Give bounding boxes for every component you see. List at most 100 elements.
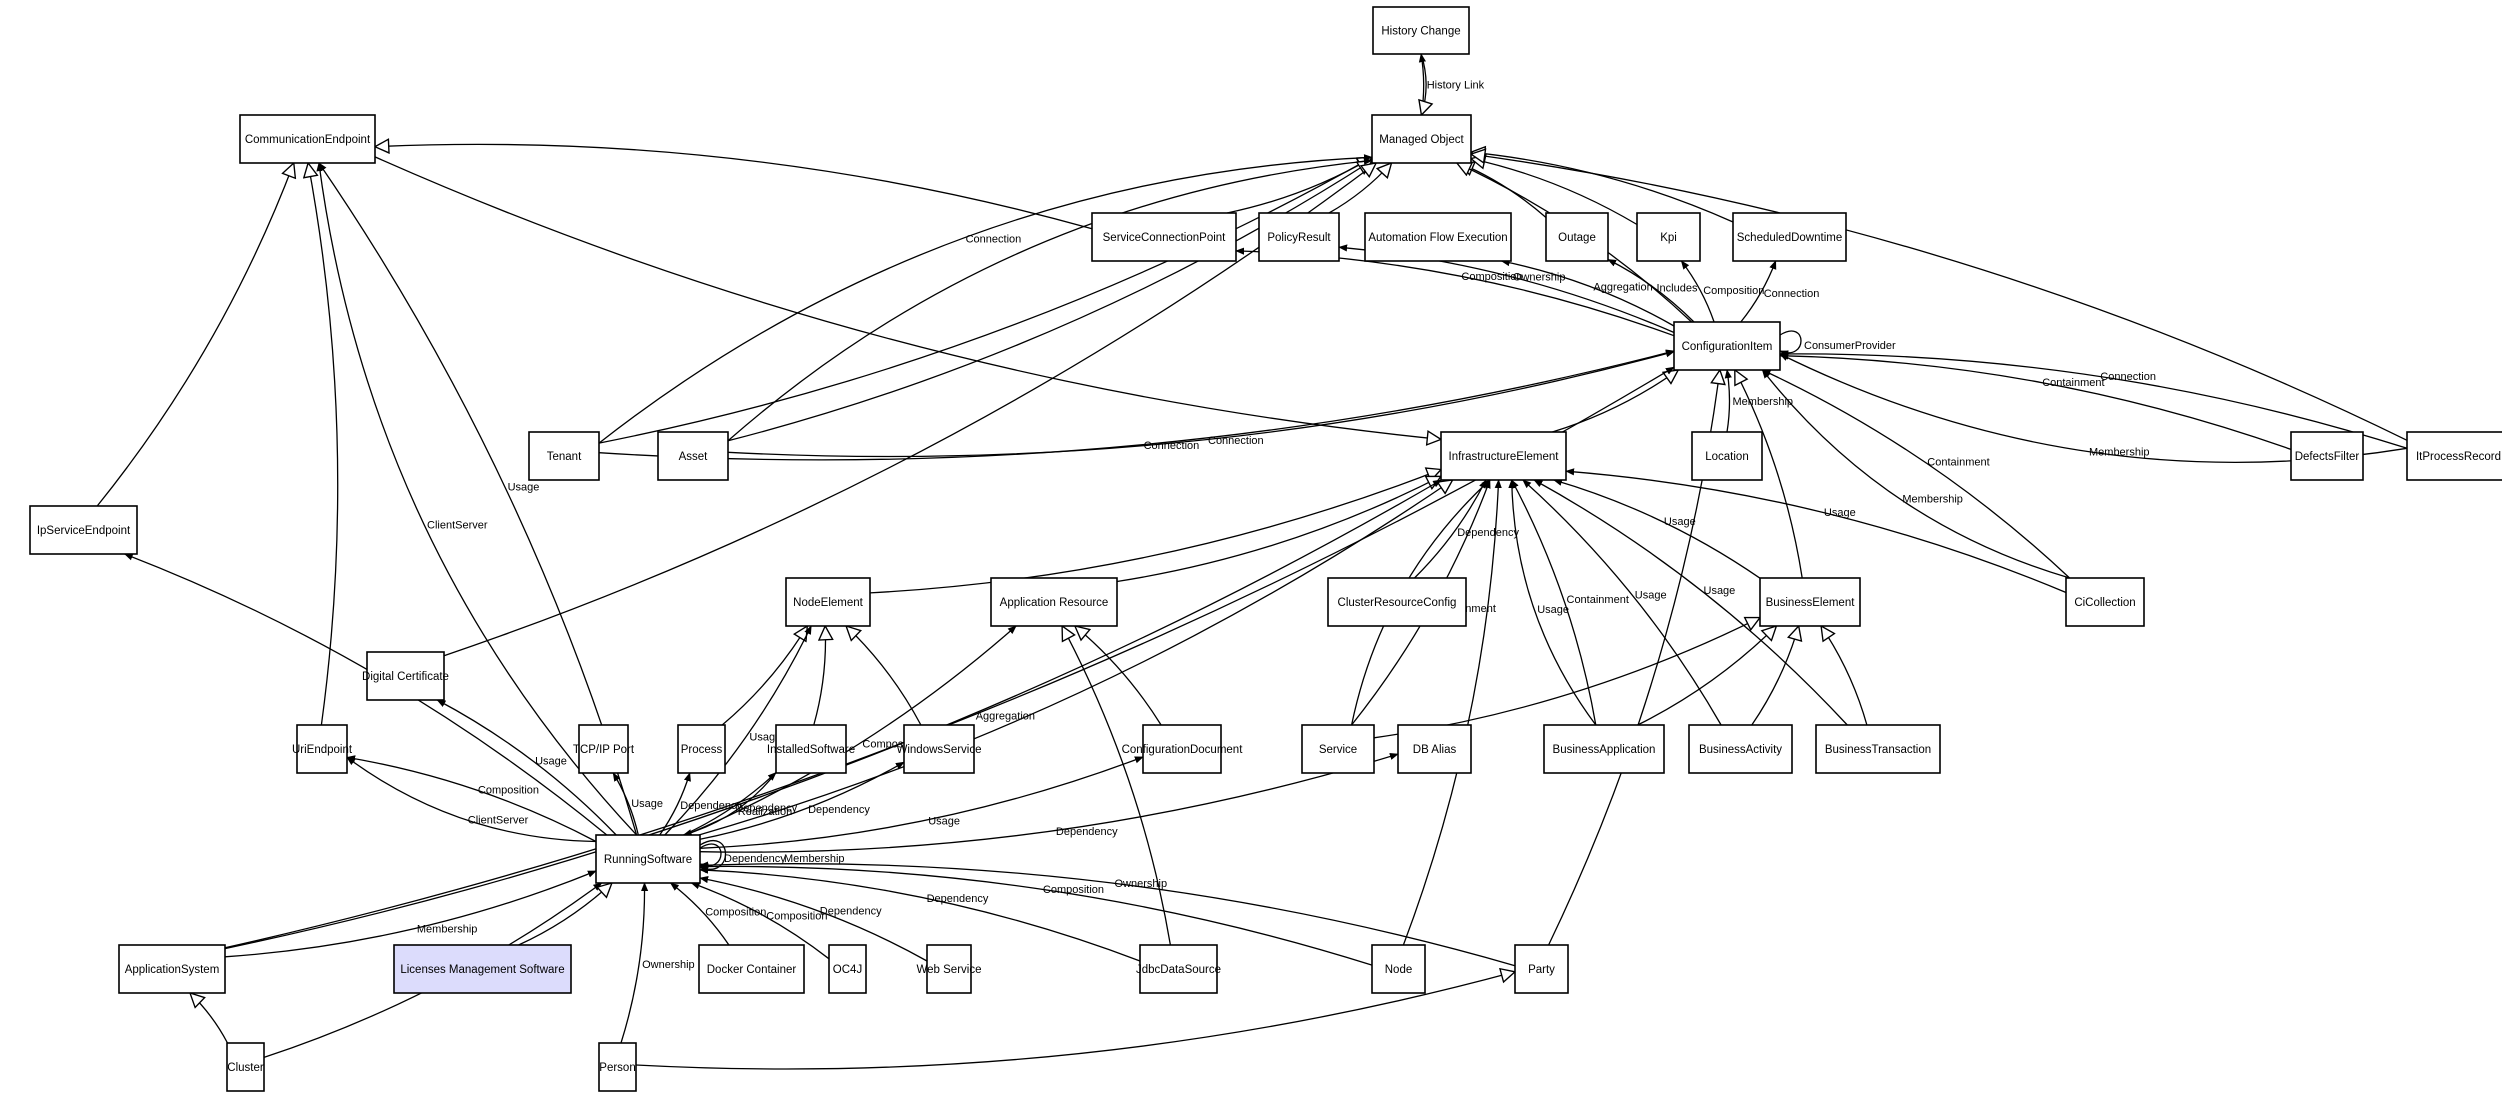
node-box[interactable]: [1139, 944, 1218, 994]
node-box[interactable]: [1372, 6, 1470, 55]
node-business-activity[interactable]: BusinessActivity: [1688, 724, 1793, 774]
node-box[interactable]: [1688, 724, 1793, 774]
node-box[interactable]: [1371, 114, 1472, 164]
node-box[interactable]: [393, 944, 572, 994]
node-managed-object[interactable]: Managed Object: [1371, 114, 1472, 164]
edge-running-software-to-configuration-document: [699, 756, 1144, 849]
edge-label: ConsumerProvider: [1804, 340, 1896, 352]
node-box[interactable]: [1543, 724, 1665, 774]
node-digital-certificate[interactable]: Digital Certificate: [362, 651, 449, 701]
node-box[interactable]: [29, 505, 138, 555]
node-box[interactable]: [785, 577, 871, 627]
edge-label: Dependency: [680, 800, 742, 812]
association-connector: [699, 756, 1144, 849]
node-box[interactable]: [1732, 212, 1847, 262]
node-cluster[interactable]: Cluster: [226, 1042, 265, 1092]
node-service-connection-point[interactable]: ServiceConnectionPoint: [1091, 212, 1237, 262]
node-configuration-item[interactable]: ConfigurationItem: [1673, 321, 1781, 371]
node-tenant[interactable]: Tenant: [528, 431, 600, 481]
node-business-transaction[interactable]: BusinessTransaction: [1815, 724, 1941, 774]
node-history-change[interactable]: History Change: [1372, 6, 1470, 55]
node-party[interactable]: Party: [1514, 944, 1569, 994]
node-box[interactable]: [2065, 577, 2145, 627]
node-box[interactable]: [366, 651, 445, 701]
node-box[interactable]: [990, 577, 1118, 627]
node-location[interactable]: Location: [1691, 431, 1763, 481]
node-box[interactable]: [528, 431, 600, 481]
node-oc4j[interactable]: OC4J: [828, 944, 867, 994]
node-running-software[interactable]: RunningSoftware: [595, 834, 701, 884]
node-box[interactable]: [775, 724, 847, 774]
node-box[interactable]: [1258, 212, 1340, 262]
node-business-element[interactable]: BusinessElement: [1759, 577, 1861, 627]
node-box[interactable]: [578, 724, 629, 774]
edge-label: Usage: [1664, 516, 1696, 528]
node-service[interactable]: Service: [1301, 724, 1375, 774]
node-box[interactable]: [239, 114, 376, 164]
node-box[interactable]: [1327, 577, 1467, 627]
node-box[interactable]: [1091, 212, 1237, 262]
node-box[interactable]: [1673, 321, 1781, 371]
node-person[interactable]: Person: [598, 1042, 637, 1092]
node-web-service[interactable]: Web Service: [917, 944, 982, 994]
node-defects-filter[interactable]: DefectsFilter: [2290, 431, 2364, 481]
node-process[interactable]: Process: [677, 724, 726, 774]
node-box[interactable]: [1691, 431, 1763, 481]
edge-label: Dependency: [1457, 527, 1519, 539]
node-uri-endpoint[interactable]: UriEndpoint: [292, 724, 353, 774]
node-box[interactable]: [598, 1042, 637, 1092]
node-box[interactable]: [677, 724, 726, 774]
node-box[interactable]: [657, 431, 729, 481]
edge-cluster-to-application-system: [190, 993, 229, 1044]
node-ip-service-endpoint[interactable]: IpServiceEndpoint: [29, 505, 138, 555]
node-outage[interactable]: Outage: [1545, 212, 1609, 262]
node-box[interactable]: [698, 944, 805, 994]
node-tcpip-port[interactable]: TCP/IP Port: [573, 724, 635, 774]
node-kpi[interactable]: Kpi: [1636, 212, 1701, 262]
node-box[interactable]: [1514, 944, 1569, 994]
node-box[interactable]: [828, 944, 867, 994]
node-box[interactable]: [1636, 212, 1701, 262]
node-communication-endpoint[interactable]: CommunicationEndpoint: [239, 114, 376, 164]
node-application-system[interactable]: ApplicationSystem: [118, 944, 226, 994]
node-cluster-resource-config[interactable]: ClusterResourceConfig: [1327, 577, 1467, 627]
node-application-resource[interactable]: Application Resource: [990, 577, 1118, 627]
node-box[interactable]: [1815, 724, 1941, 774]
node-box[interactable]: [1759, 577, 1861, 627]
node-business-application[interactable]: BusinessApplication: [1543, 724, 1665, 774]
node-docker-container[interactable]: Docker Container: [698, 944, 805, 994]
node-box[interactable]: [1364, 212, 1512, 262]
node-configuration-document[interactable]: ConfigurationDocument: [1122, 724, 1244, 774]
node-node[interactable]: Node: [1371, 944, 1426, 994]
node-box[interactable]: [226, 1042, 265, 1092]
node-ci-collection[interactable]: CiCollection: [2065, 577, 2145, 627]
node-node-element[interactable]: NodeElement: [785, 577, 871, 627]
node-db-alias[interactable]: DB Alias: [1397, 724, 1472, 774]
node-box[interactable]: [296, 724, 348, 774]
node-automation-flow-execution[interactable]: Automation Flow Execution: [1364, 212, 1512, 262]
node-it-process-record[interactable]: ItProcessRecord: [2406, 431, 2502, 481]
association-connector: [685, 625, 1017, 836]
node-jdbc-data-source[interactable]: JdbcDataSource: [1136, 944, 1221, 994]
association-connector: [699, 761, 905, 840]
node-box[interactable]: [595, 834, 701, 884]
node-asset[interactable]: Asset: [657, 431, 729, 481]
node-box[interactable]: [1301, 724, 1375, 774]
node-policy-result[interactable]: PolicyResult: [1258, 212, 1340, 262]
node-licenses-management-software[interactable]: Licenses Management Software: [393, 944, 572, 994]
node-windows-service[interactable]: WindowsService: [897, 724, 982, 774]
node-installed-software[interactable]: InstalledSoftware: [767, 724, 855, 774]
node-box[interactable]: [2406, 431, 2502, 481]
node-box[interactable]: [1397, 724, 1472, 774]
node-infrastructure-element[interactable]: InfrastructureElement: [1440, 431, 1567, 481]
node-box[interactable]: [1545, 212, 1609, 262]
node-box[interactable]: [2290, 431, 2364, 481]
node-label: NodeElement: [793, 597, 863, 609]
node-box[interactable]: [926, 944, 972, 994]
node-box[interactable]: [1142, 724, 1222, 774]
node-box[interactable]: [1440, 431, 1567, 481]
node-box[interactable]: [118, 944, 226, 994]
node-box[interactable]: [1371, 944, 1426, 994]
node-box[interactable]: [903, 724, 975, 774]
node-scheduled-downtime[interactable]: ScheduledDowntime: [1732, 212, 1847, 262]
